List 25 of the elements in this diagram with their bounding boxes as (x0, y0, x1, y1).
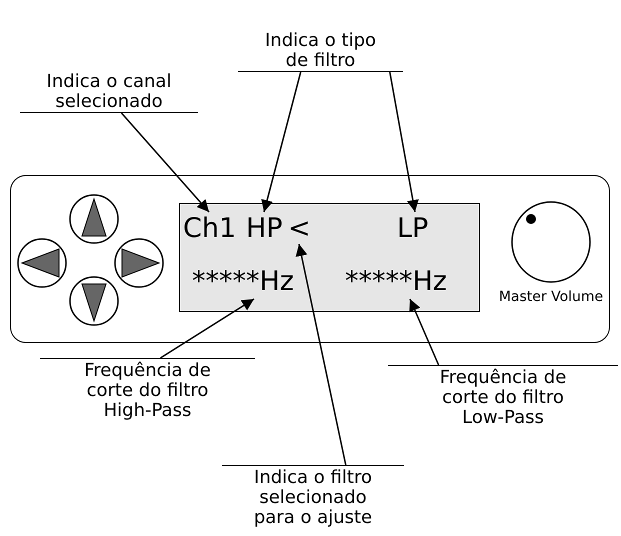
arrow (160, 298, 254, 359)
selection-marker-text: < (288, 214, 314, 246)
up-arrow-button (69, 194, 119, 244)
callout-text: Indica o tipo de filtro (238, 2, 403, 72)
arrow (296, 244, 346, 466)
left-arrow-button (17, 238, 67, 288)
knob-label: Master Volume (498, 289, 604, 306)
device-panel (10, 175, 610, 343)
callout-text: Frequência de corte do filtro Low-Pass (388, 365, 618, 445)
frequency-text: *****Hz (192, 267, 320, 301)
volume-knob (511, 201, 591, 283)
callout-text: Frequência de corte do filtro High-Pass (40, 358, 255, 444)
filter-type-text: LP (397, 214, 437, 246)
channel-text: Ch1 (183, 214, 239, 246)
filter-type-text: HP (246, 214, 286, 246)
callout-text: Indica o canal selecionado (20, 55, 198, 113)
arrow (120, 112, 210, 212)
right-arrow-button (114, 238, 164, 288)
arrow (389, 72, 419, 212)
arrow (409, 298, 440, 366)
down-arrow-button (69, 276, 119, 326)
frequency-text: *****Hz (345, 267, 479, 301)
arrow (261, 72, 302, 212)
callout-text: Indica o filtro selecionado para o ajuste (222, 465, 404, 535)
lcd-display (179, 203, 480, 312)
